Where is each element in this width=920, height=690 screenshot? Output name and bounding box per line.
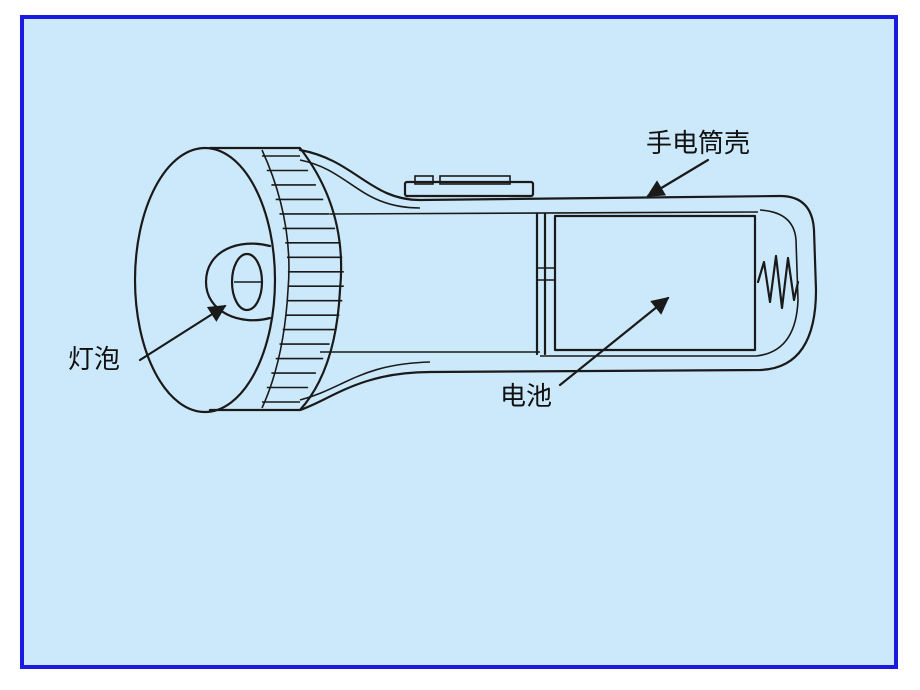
bulb-leader-arrow <box>138 304 227 362</box>
flashlight-shell <box>298 148 818 412</box>
battery-divider <box>535 212 555 356</box>
bulb-label: 灯泡 <box>68 345 120 375</box>
head-ring <box>208 146 344 412</box>
spring <box>756 254 800 310</box>
shell-label: 手电筒壳 <box>646 129 750 159</box>
switch <box>403 175 535 198</box>
battery <box>553 214 757 352</box>
shell-leader-arrow <box>646 158 710 198</box>
battery-leader-arrow <box>558 296 670 387</box>
bulb <box>204 242 272 322</box>
battery-label: 电池 <box>500 382 552 412</box>
lens <box>133 146 277 414</box>
